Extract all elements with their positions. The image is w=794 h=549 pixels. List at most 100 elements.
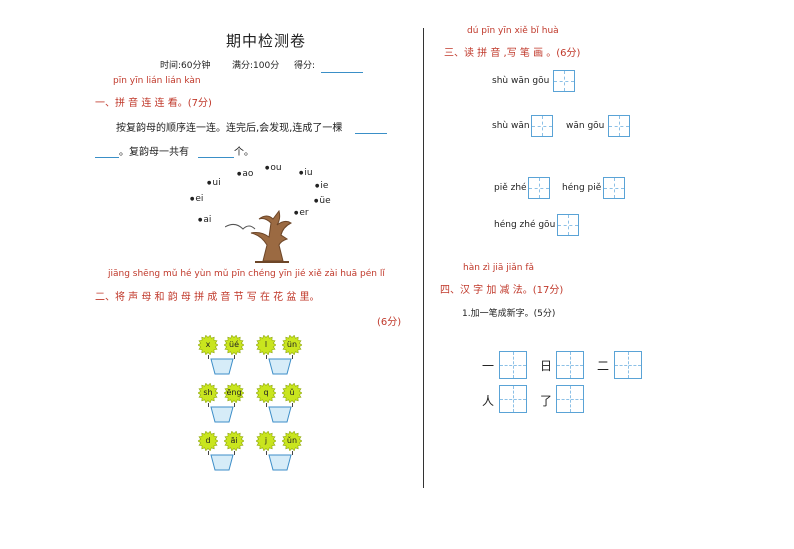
stem xyxy=(208,451,209,455)
stroke-box-1[interactable] xyxy=(553,70,575,92)
char-le: 了 xyxy=(540,394,553,408)
char-box-2[interactable] xyxy=(556,351,584,379)
stem xyxy=(292,355,293,359)
vowel-label: ǔ xyxy=(289,388,295,397)
flower-pot-3[interactable]: sh ēng xyxy=(196,383,248,427)
stem xyxy=(266,451,267,455)
pot-icon[interactable] xyxy=(210,405,234,423)
flower-consonant: j xyxy=(256,431,276,451)
char-box-3[interactable] xyxy=(614,351,642,379)
consonant-label: j xyxy=(264,436,268,445)
stem xyxy=(208,403,209,407)
stem xyxy=(234,355,235,359)
char-ren: 人 xyxy=(482,394,495,408)
s3-pinyin: dú pīn yīn xiě bǐ huà xyxy=(467,26,559,36)
stem xyxy=(292,451,293,455)
stem xyxy=(234,451,235,455)
pot-icon[interactable] xyxy=(210,357,234,375)
stroke-label-4: piě zhé xyxy=(494,183,527,193)
vowel-label: üé xyxy=(229,340,239,349)
vowel-label: ēng xyxy=(226,388,242,397)
s1-line1: 按复韵母的顺序连一连。连完后,会发现,连成了一棵 xyxy=(116,123,343,134)
dot-ei[interactable]: ei xyxy=(190,194,203,204)
flower-consonant: sh xyxy=(198,383,218,403)
s2-points: (6分) xyxy=(377,317,402,328)
dot-ui[interactable]: ui xyxy=(207,178,220,188)
flower-pot-6[interactable]: j ǔn xyxy=(254,431,306,475)
consonant-label: q xyxy=(263,388,269,397)
pot-icon[interactable] xyxy=(210,453,234,471)
tree-icon xyxy=(225,209,292,263)
s1-blank-tree-2[interactable] xyxy=(95,143,119,162)
dot-ou[interactable]: ou xyxy=(265,163,281,173)
char-yi: 一 xyxy=(482,359,495,373)
pot-icon[interactable] xyxy=(268,357,292,375)
stem xyxy=(266,355,267,359)
dot-iu[interactable]: iu xyxy=(299,168,312,178)
flower-vowel: ǔn xyxy=(282,431,302,451)
stroke-label-6: héng zhé gōu xyxy=(494,220,556,230)
stroke-box-5[interactable] xyxy=(603,177,625,199)
flower-vowel: ēng xyxy=(224,383,244,403)
column-divider xyxy=(423,28,424,488)
char-box-4[interactable] xyxy=(499,385,527,413)
exam-score-label: 得分: xyxy=(294,61,316,71)
vowel-label: ǔn xyxy=(286,436,298,445)
s2-pinyin: jiāng shēng mǔ hé yùn mǔ pīn chéng yīn j… xyxy=(108,269,385,279)
dot-ao[interactable]: ao xyxy=(237,169,253,179)
char-box-5[interactable] xyxy=(556,385,584,413)
vowel-label: ün xyxy=(286,340,298,349)
s2-heading: 二、将 声 母 和 韵 母 拼 成 音 节 写 在 花 盆 里。 xyxy=(95,292,320,303)
stroke-label-1: shù wān gōu xyxy=(492,76,550,86)
flower-vowel: ǔ xyxy=(282,383,302,403)
stroke-label-5: héng piě xyxy=(562,183,602,193)
pot-icon[interactable] xyxy=(268,405,292,423)
s1-blank-tree[interactable] xyxy=(355,119,387,138)
s1-heading: 一、拼 音 连 连 看。(7分) xyxy=(95,98,212,109)
flower-pot-1[interactable]: x üé xyxy=(196,335,248,379)
flower-pot-2[interactable]: l ün xyxy=(254,335,306,379)
page-title: 期中检测卷 xyxy=(226,32,307,50)
vowel-label: āi xyxy=(230,436,238,445)
flower-vowel: āi xyxy=(224,431,244,451)
char-er: 二 xyxy=(597,359,610,373)
score-blank[interactable] xyxy=(321,58,363,77)
dot-er[interactable]: er xyxy=(294,208,308,218)
s1-blank-count[interactable] xyxy=(198,143,234,162)
dot-ue[interactable]: üe xyxy=(314,196,330,206)
s1-line2a: 。复韵母一共有 xyxy=(119,147,189,158)
char-box-1[interactable] xyxy=(499,351,527,379)
consonant-label: d xyxy=(205,436,211,445)
flower-vowel: ün xyxy=(282,335,302,355)
dot-ai[interactable]: ai xyxy=(198,215,211,225)
flower-consonant: d xyxy=(198,431,218,451)
stem xyxy=(234,403,235,407)
flower-consonant: x xyxy=(198,335,218,355)
stroke-box-3[interactable] xyxy=(608,115,630,137)
flower-consonant: l xyxy=(256,335,276,355)
char-ri: 日 xyxy=(540,359,553,373)
exam-time: 时间:60分钟 xyxy=(160,61,211,71)
stroke-box-2[interactable] xyxy=(531,115,553,137)
stem xyxy=(266,403,267,407)
dot-ie[interactable]: ie xyxy=(315,181,328,191)
consonant-label: x xyxy=(205,340,211,349)
pot-icon[interactable] xyxy=(268,453,292,471)
consonant-label: sh xyxy=(203,388,213,397)
s1-line2b: 个。 xyxy=(234,147,254,158)
s4-heading: 四、汉 字 加 减 法。(17分) xyxy=(440,285,564,296)
s3-heading: 三、读 拼 音 ,写 笔 画 。(6分) xyxy=(444,48,581,59)
stem xyxy=(292,403,293,407)
s1-pinyin: pīn yīn lián lián kàn xyxy=(113,76,201,86)
flower-vowel: üé xyxy=(224,335,244,355)
consonant-label: l xyxy=(264,340,268,349)
flower-consonant: q xyxy=(256,383,276,403)
stroke-box-4[interactable] xyxy=(528,177,550,199)
s4-sub: 1.加一笔成新字。(5分) xyxy=(462,309,556,319)
stroke-box-6[interactable] xyxy=(557,214,579,236)
flower-pot-5[interactable]: d āi xyxy=(196,431,248,475)
stroke-label-3: wān gōu xyxy=(566,121,605,131)
s4-pinyin: hàn zì jiā jiǎn fǎ xyxy=(463,263,535,273)
stem xyxy=(208,355,209,359)
